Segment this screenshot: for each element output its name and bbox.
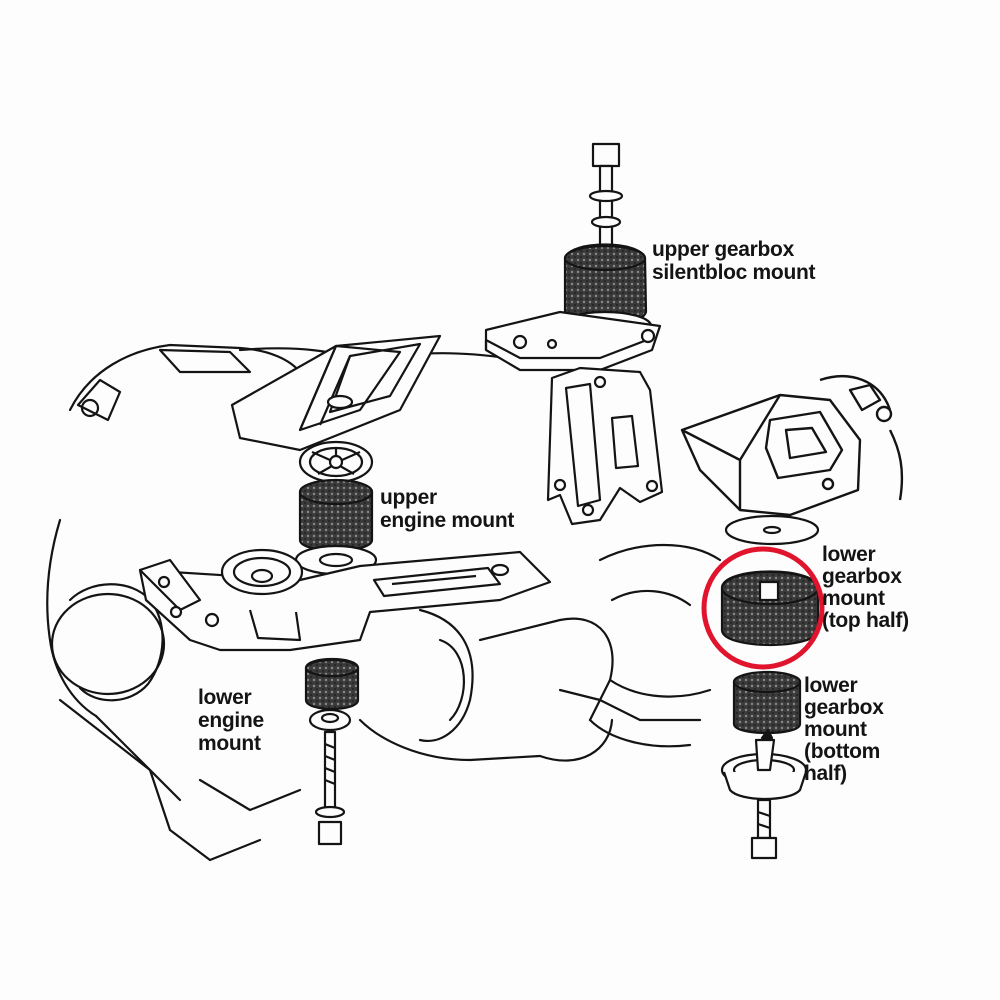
label-line: lower — [804, 674, 858, 697]
label-upper-engine-mount: upper engine mount — [380, 486, 514, 532]
label-lower-gearbox-mount-bottom-half: lower gearbox mount (bottom half) — [804, 675, 884, 785]
lower-gearbox-mount-parts — [720, 514, 820, 860]
label-line: (bottom — [804, 740, 881, 763]
highlight-circle — [701, 546, 825, 670]
label-upper-gearbox-silentbloc-mount: upper gearbox silentbloc mount — [652, 238, 816, 284]
lower-engine-mount — [304, 658, 360, 846]
engine-mount-arm — [138, 548, 552, 652]
upper-gearbox-silentbloc — [484, 142, 662, 372]
label-lower-gearbox-mount-top-half: lower gearbox mount (top half) — [822, 544, 909, 632]
upper-engine-plate — [230, 334, 442, 452]
label-line: gearbox — [804, 696, 884, 719]
label-line: lower — [198, 686, 252, 709]
gearbox-support-bracket — [546, 366, 664, 526]
label-line: engine — [198, 709, 264, 732]
label-line: silentbloc mount — [652, 261, 816, 284]
gearbox-bracket — [680, 375, 904, 517]
label-line: (top half) — [822, 609, 909, 632]
label-line: mount — [198, 732, 261, 755]
label-line: mount — [822, 587, 885, 610]
upper-engine-mount — [294, 440, 378, 576]
label-lower-engine-mount: lower engine mount — [198, 686, 264, 755]
label-line: engine mount — [380, 509, 515, 532]
label-line: lower — [822, 543, 876, 566]
label-line: mount — [804, 718, 867, 741]
label-line: half) — [804, 762, 847, 785]
label-line: upper — [380, 486, 437, 509]
label-line: gearbox — [822, 565, 902, 588]
label-line: upper gearbox — [652, 238, 794, 261]
